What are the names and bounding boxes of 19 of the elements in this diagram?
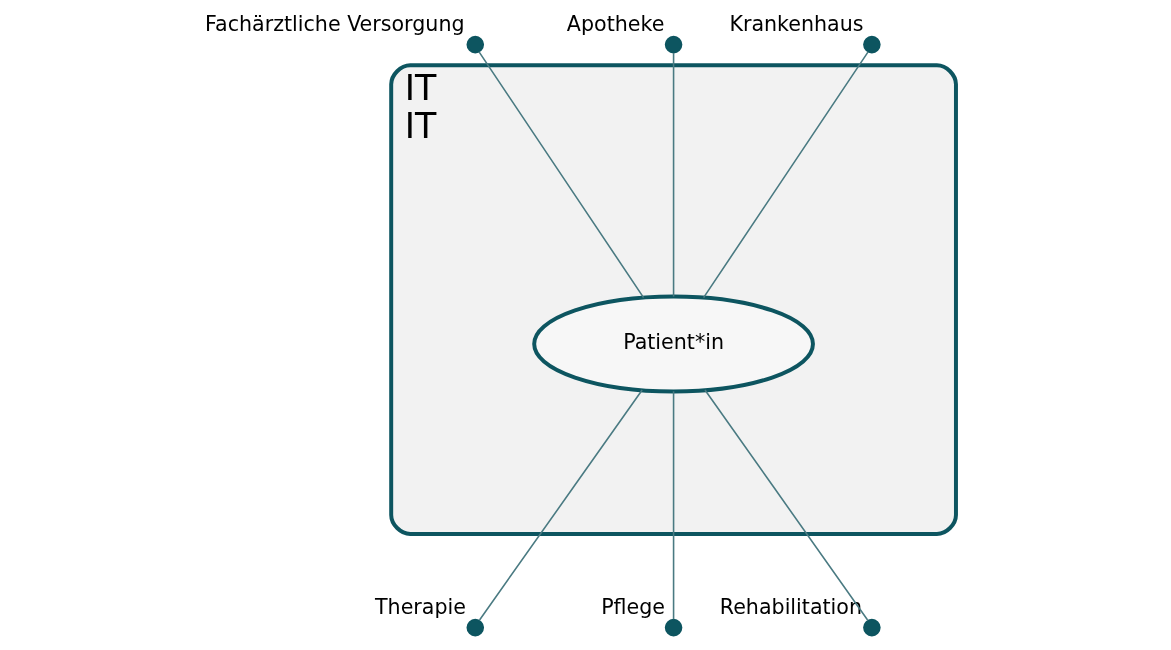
node-circle: [466, 618, 485, 637]
node-circle: [863, 618, 881, 637]
node-label: Pflege: [601, 594, 665, 619]
node-circle: [466, 35, 485, 54]
connector: [702, 51, 869, 299]
node-circle: [664, 618, 683, 637]
node-label: Fachärztliche Versorgung: [205, 11, 465, 36]
node-label: Therapie: [375, 594, 466, 619]
node-label: Krankenhaus: [729, 11, 864, 36]
connector: [704, 389, 869, 621]
node-circle: [863, 35, 881, 54]
connector: [672, 52, 675, 298]
node-circle: [664, 35, 683, 54]
connector: [672, 390, 675, 620]
node-ellipse: Patient*in: [532, 294, 815, 394]
node-label: Apotheke: [566, 11, 665, 36]
node-label: Rehabilitation: [719, 594, 863, 619]
connector: [478, 51, 645, 299]
connector: [478, 389, 643, 621]
